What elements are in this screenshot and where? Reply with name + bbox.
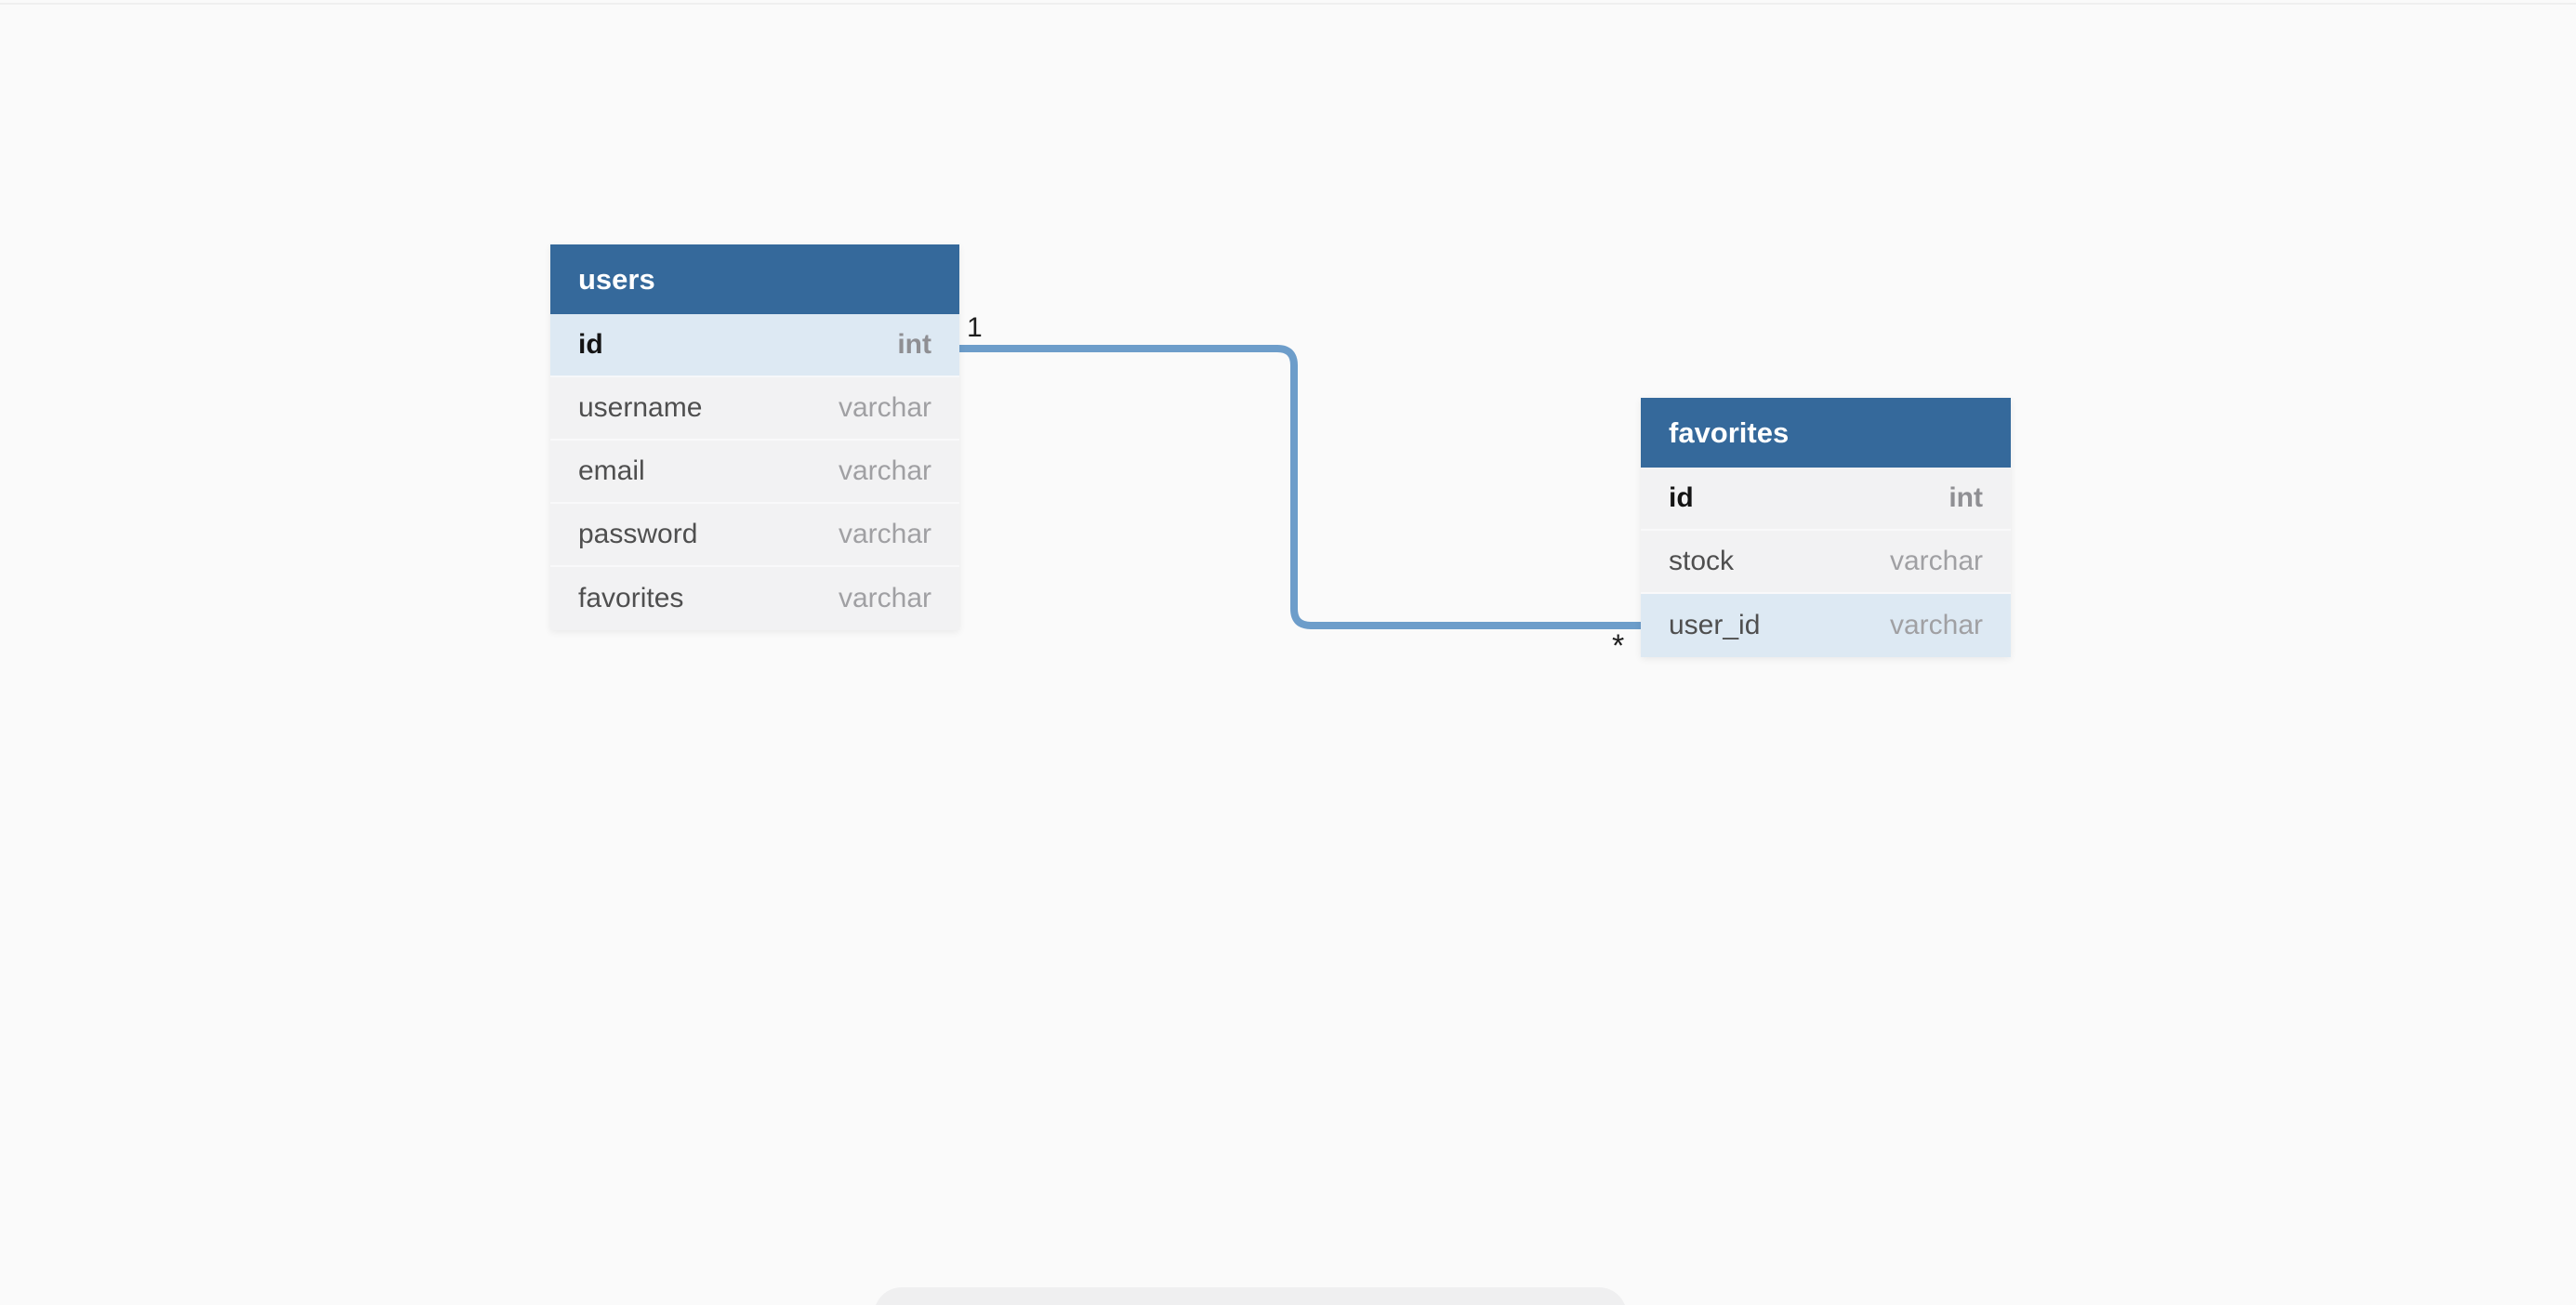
canvas-top-border [0,3,2576,5]
field-type: varchar [838,583,931,613]
table-row-users-username[interactable]: username varchar [550,377,959,441]
table-name: users [578,262,655,296]
field-type: varchar [1889,610,1983,640]
field-type: varchar [838,455,931,486]
field-name: stock [1669,546,1735,576]
field-type: int [897,329,931,360]
field-name: id [578,329,603,360]
field-name: username [578,392,703,423]
field-name: email [578,455,645,486]
field-type: int [1949,482,1983,513]
cardinality-many-label: * [1612,628,1625,664]
relationship-line[interactable] [959,345,1641,629]
table-row-users-id[interactable]: id int [550,314,959,377]
cardinality-one-label: 1 [967,312,983,343]
field-type: varchar [838,392,931,423]
table-row-favorites-id[interactable]: id int [1641,468,2011,531]
table-row-users-email[interactable]: email varchar [550,441,959,504]
table-favorites-header[interactable]: favorites [1641,398,2011,468]
field-name: password [578,519,698,549]
table-row-users-password[interactable]: password varchar [550,504,959,567]
table-users-header[interactable]: users [550,244,959,314]
table-name: favorites [1669,415,1790,449]
bottom-toolbar[interactable] [874,1287,1627,1305]
table-favorites[interactable]: favorites id int stock varchar user_id v… [1641,398,2011,657]
field-name: id [1669,482,1694,513]
field-type: varchar [1889,546,1983,576]
table-row-favorites-stock[interactable]: stock varchar [1641,531,2011,594]
field-name: user_id [1669,610,1761,640]
table-row-favorites-user-id[interactable]: user_id varchar [1641,594,2011,657]
field-type: varchar [838,519,931,549]
table-users[interactable]: users id int username varchar email varc… [550,244,959,630]
table-row-users-favorites[interactable]: favorites varchar [550,567,959,630]
field-name: favorites [578,583,684,613]
